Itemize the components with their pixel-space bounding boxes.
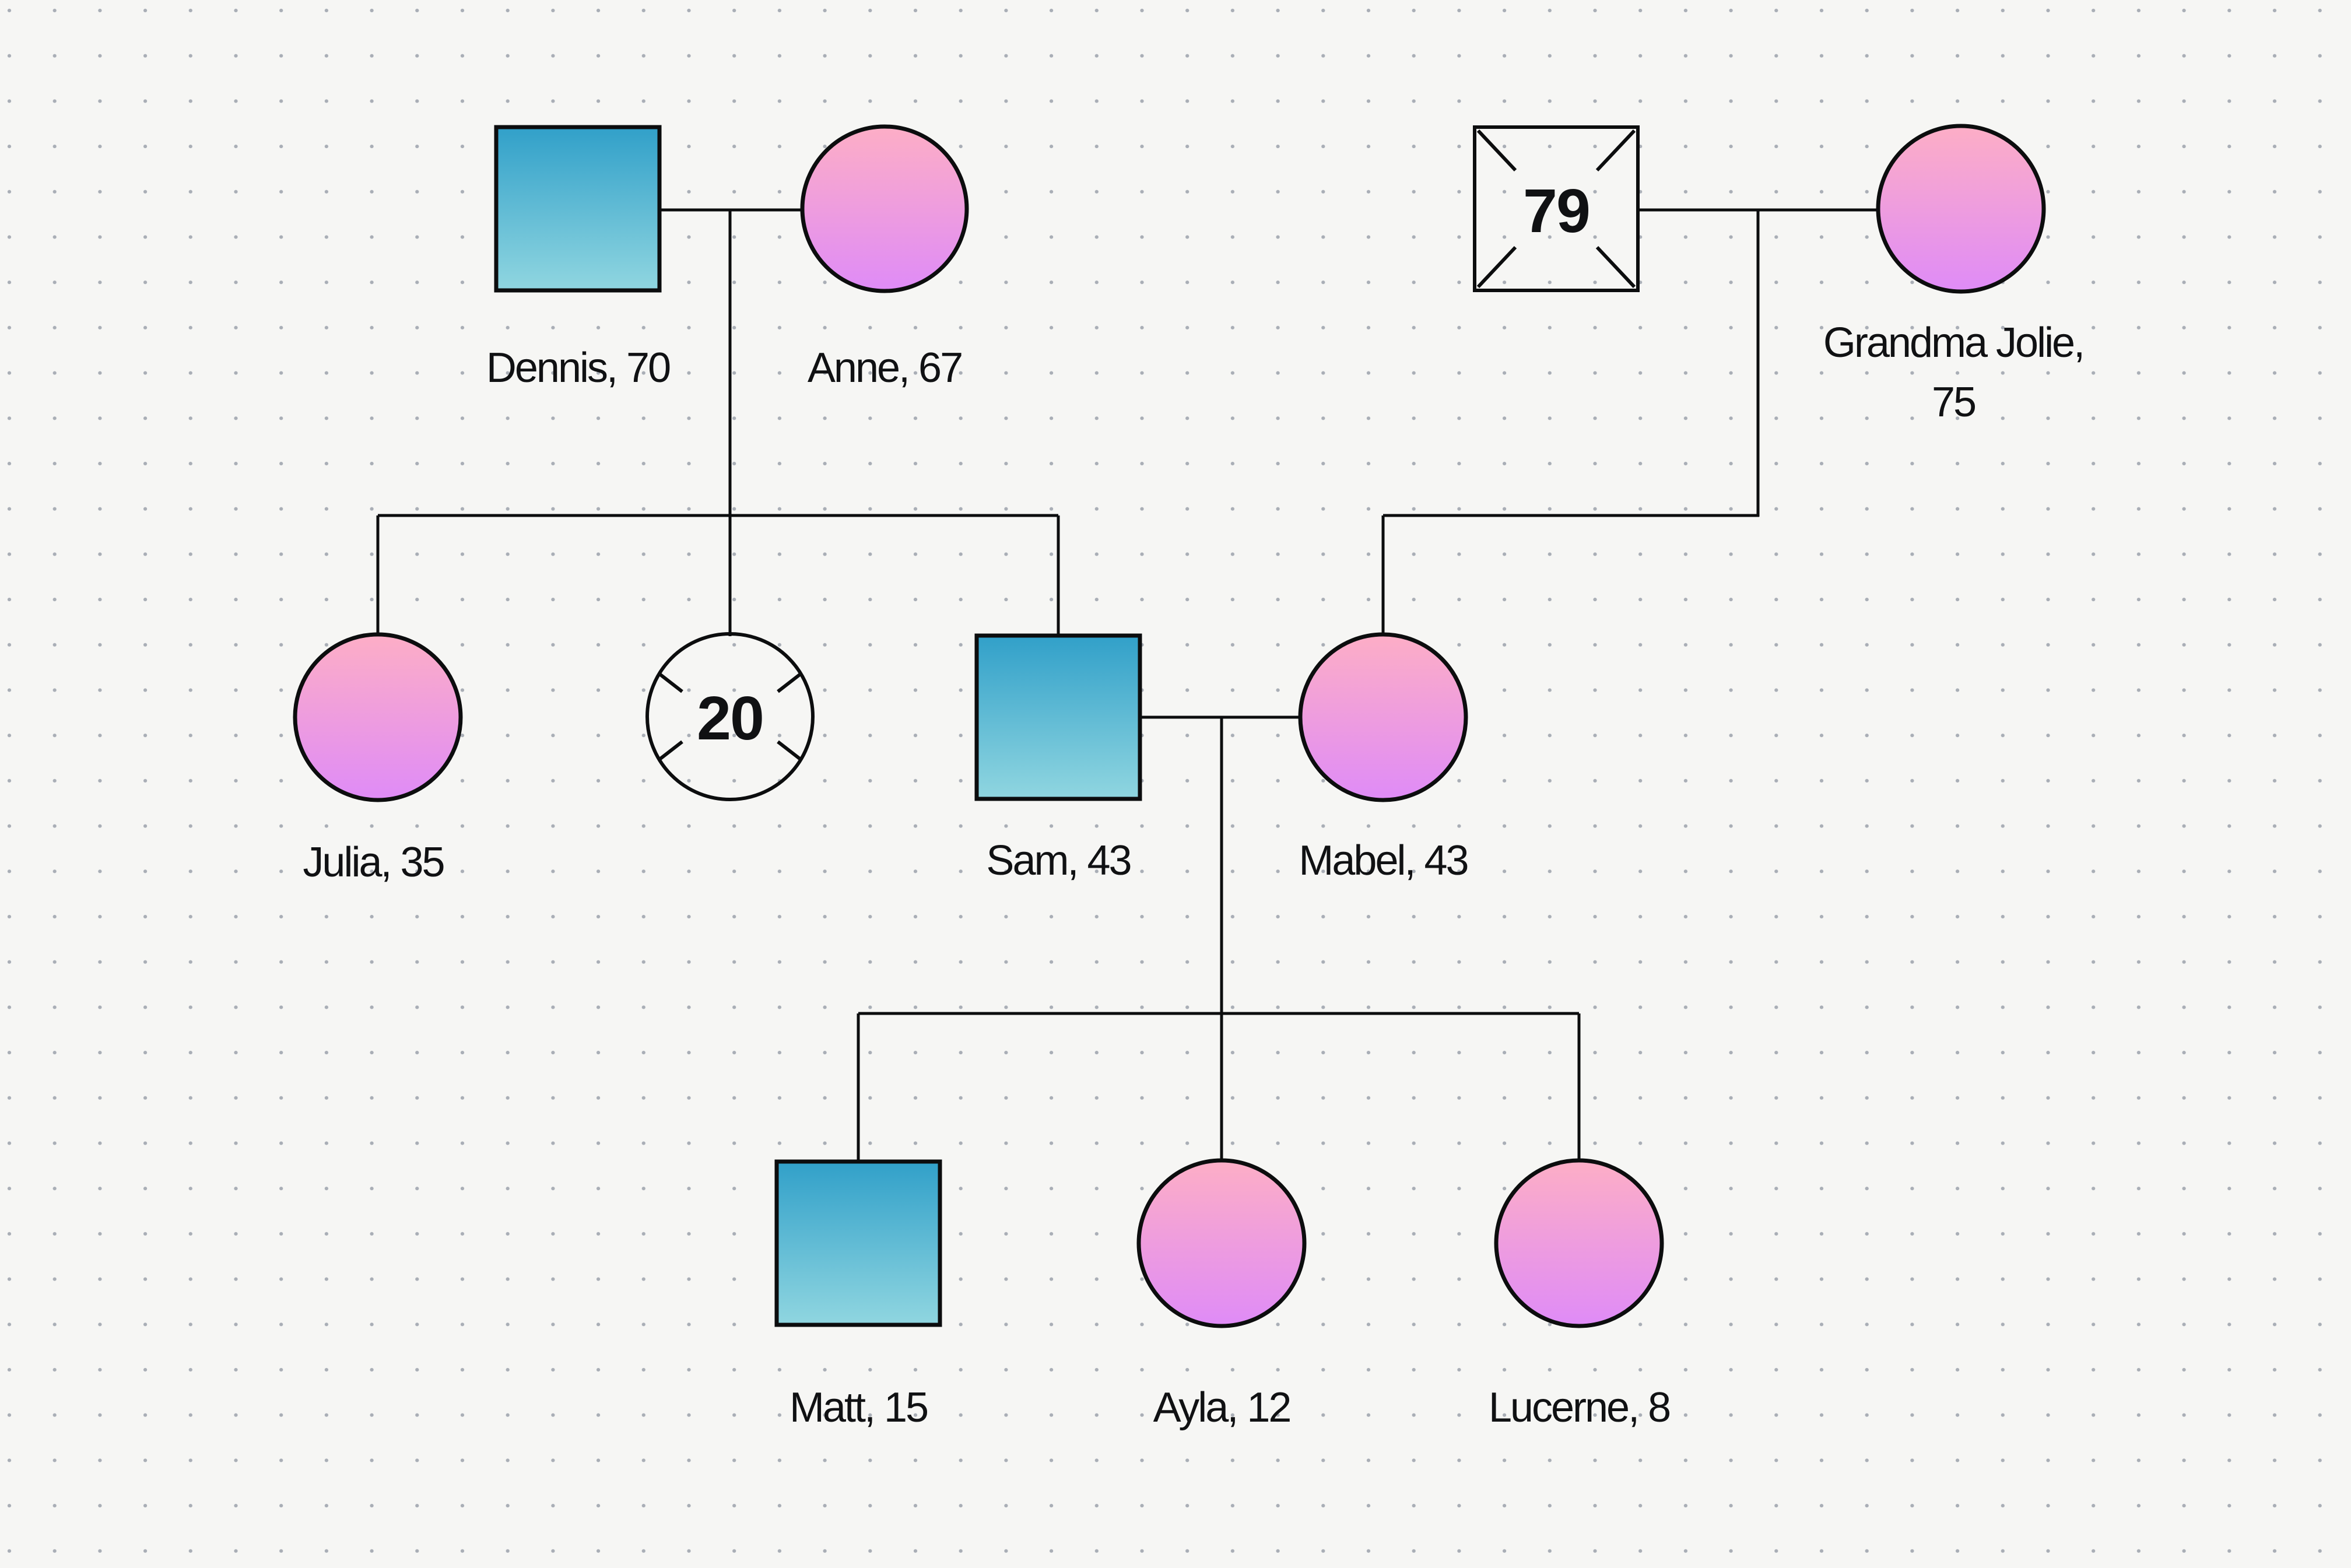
dennis-label: Dennis, 70 xyxy=(486,345,670,391)
deceased-cross-top-right xyxy=(777,672,802,693)
female-symbol-anne[interactable] xyxy=(800,124,969,293)
sam-label: Sam, 43 xyxy=(986,837,1130,884)
deceased-cross-bottom-left xyxy=(1476,245,1517,289)
female-symbol-julia[interactable] xyxy=(293,632,463,802)
deceased-male-symbol-grandfather[interactable] xyxy=(1473,125,1640,292)
julia-label: Julia, 35 xyxy=(303,839,444,886)
deceased-cross-top-right xyxy=(1595,129,1636,172)
lucerne-label: Lucerne, 8 xyxy=(1489,1384,1669,1431)
person-grandma-jolie[interactable]: Grandma Jolie, 75 xyxy=(1823,124,2085,426)
mabel-label: Mabel, 43 xyxy=(1299,837,1467,884)
male-symbol-matt[interactable] xyxy=(774,1159,942,1327)
person-julia[interactable]: Julia, 35 xyxy=(293,632,463,886)
grandfather-age: 79 xyxy=(1523,177,1589,245)
person-grandfather-deceased[interactable]: 79 xyxy=(1473,125,1640,292)
deceased-cross-bottom-right xyxy=(777,740,802,762)
female-symbol-mabel[interactable] xyxy=(1298,632,1468,802)
person-lucerne[interactable]: Lucerne, 8 xyxy=(1489,1158,1671,1431)
person-sibling-deceased[interactable]: 20 xyxy=(645,632,815,801)
deceased-female-symbol-sibling[interactable] xyxy=(645,632,815,801)
male-symbol-dennis[interactable] xyxy=(494,125,662,293)
deceased-sibling-age: 20 xyxy=(697,684,763,753)
person-dennis[interactable]: Dennis, 70 xyxy=(486,125,672,391)
person-mabel[interactable]: Mabel, 43 xyxy=(1298,632,1469,884)
matt-label: Matt, 15 xyxy=(789,1384,928,1431)
person-ayla[interactable]: Ayla, 12 xyxy=(1136,1158,1307,1431)
female-symbol-lucerne[interactable] xyxy=(1494,1158,1664,1328)
deceased-cross-bottom-right xyxy=(1595,245,1636,289)
person-matt[interactable]: Matt, 15 xyxy=(774,1159,942,1431)
ayla-label: Ayla, 12 xyxy=(1153,1384,1290,1431)
deceased-cross-bottom-left xyxy=(658,740,683,762)
deceased-cross-top-left xyxy=(658,672,683,693)
person-sam[interactable]: Sam, 43 xyxy=(974,633,1142,884)
jolie-label-line1: Grandma Jolie, xyxy=(1823,320,2083,366)
anne-label: Anne, 67 xyxy=(808,345,962,391)
female-symbol-ayla[interactable] xyxy=(1136,1158,1307,1328)
female-symbol-jolie[interactable] xyxy=(1876,124,2046,294)
jolie-label-line2: 75 xyxy=(1932,379,1975,426)
person-anne[interactable]: Anne, 67 xyxy=(800,124,969,391)
male-symbol-sam[interactable] xyxy=(974,633,1142,801)
deceased-cross-top-left xyxy=(1476,129,1517,172)
connector-lines xyxy=(376,208,1878,1165)
